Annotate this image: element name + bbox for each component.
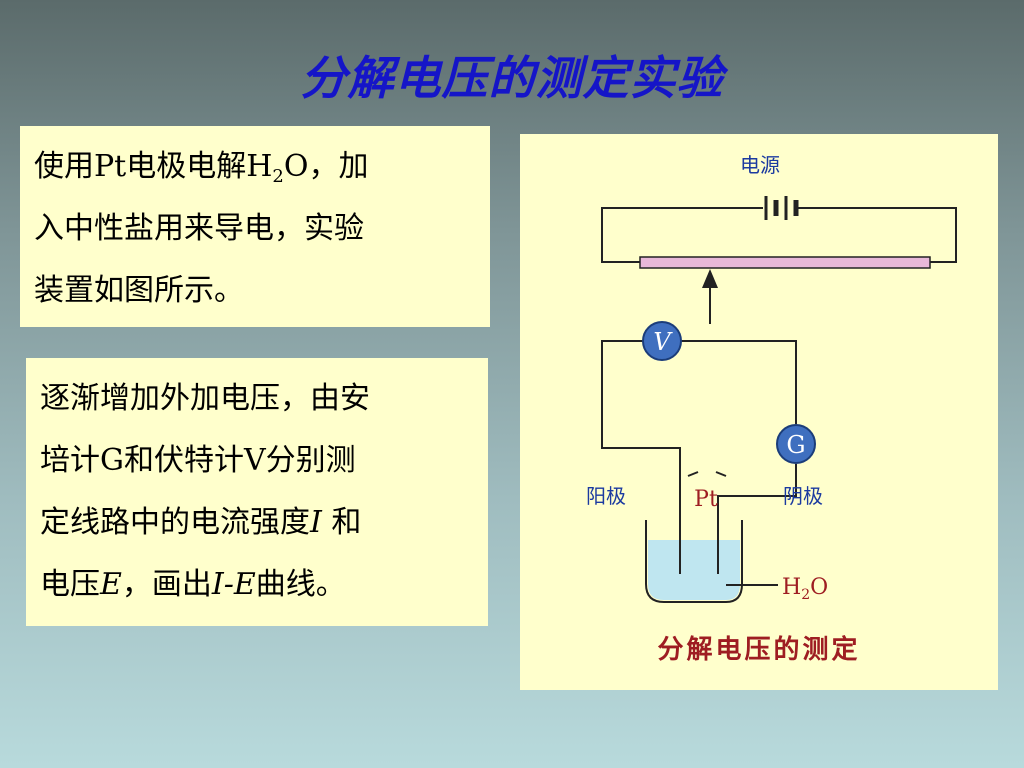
electrode-label: Pt — [694, 487, 718, 512]
intro-subscript: 2 — [272, 166, 284, 187]
rheostat — [639, 256, 931, 269]
power-wire-left — [601, 207, 763, 263]
ie-symbol: I-E — [211, 567, 256, 602]
anode-label: 阳极 — [586, 484, 626, 508]
diagram-caption: 分解电压的测定 — [657, 634, 860, 665]
beaker — [645, 520, 743, 603]
slide-title: 分解电压的测定实验 — [300, 51, 724, 105]
intro-text-box: 使用Pt电极电解H2O，加 入中性盐用来导电，实验 装置如图所示。 — [20, 126, 490, 327]
water — [648, 540, 740, 600]
water-label: H2O — [782, 575, 828, 603]
intro-line-1: 使用Pt电极电解H2O，加 — [34, 136, 478, 198]
voltmeter-wire — [680, 340, 797, 424]
procedure-line-3-tail: 和 — [321, 505, 362, 540]
galvanometer-label: G — [786, 431, 805, 459]
pt-pointer-left — [687, 471, 699, 477]
apparatus-diagram: V G 电源 阳极 阴极 Pt H2O 分解电压的测定 — [586, 153, 957, 665]
slider-arrow-icon — [702, 269, 718, 288]
procedure-line-4: 电压E，画出I-E曲线。 — [40, 554, 476, 616]
voltmeter-icon — [642, 321, 682, 361]
voltmeter-label: V — [653, 328, 673, 356]
pt-pointer-right — [715, 471, 727, 477]
procedure-line-2: 培计G和伏特计V分别测 — [40, 443, 356, 478]
intro-line-1-tail: O，加 — [283, 149, 369, 184]
battery-icon — [764, 196, 799, 220]
procedure-line-4-tail: 曲线。 — [255, 567, 346, 602]
power-label: 电源 — [740, 153, 780, 177]
intro-line-2: 入中性盐用来导电，实验 — [34, 211, 364, 246]
procedure-line-3-text: 定线路中的电流强度 — [40, 505, 310, 540]
galvanometer-icon — [776, 424, 816, 464]
procedure-line-4-mid: ，画出 — [121, 567, 212, 602]
apparatus-diagram-panel: V G 电源 阳极 阴极 Pt H2O 分解电压的测定 — [520, 134, 998, 690]
procedure-text-box: 逐渐增加外加电压，由安 培计G和伏特计V分别测 定线路中的电流强度I 和 电压E… — [26, 358, 488, 626]
intro-line-3: 装置如图所示。 — [34, 273, 244, 308]
intro-line-1-text: 使用Pt电极电解H — [34, 149, 273, 184]
current-symbol: I — [310, 505, 322, 540]
procedure-line-1: 逐渐增加外加电压，由安 — [40, 381, 370, 416]
cathode-label: 阴极 — [783, 484, 823, 508]
voltage-symbol: E — [100, 567, 122, 602]
anode-wire — [601, 340, 681, 570]
procedure-line-3: 定线路中的电流强度I 和 — [40, 492, 476, 554]
procedure-line-4-text: 电压 — [40, 567, 100, 602]
power-wire-right — [796, 207, 957, 263]
